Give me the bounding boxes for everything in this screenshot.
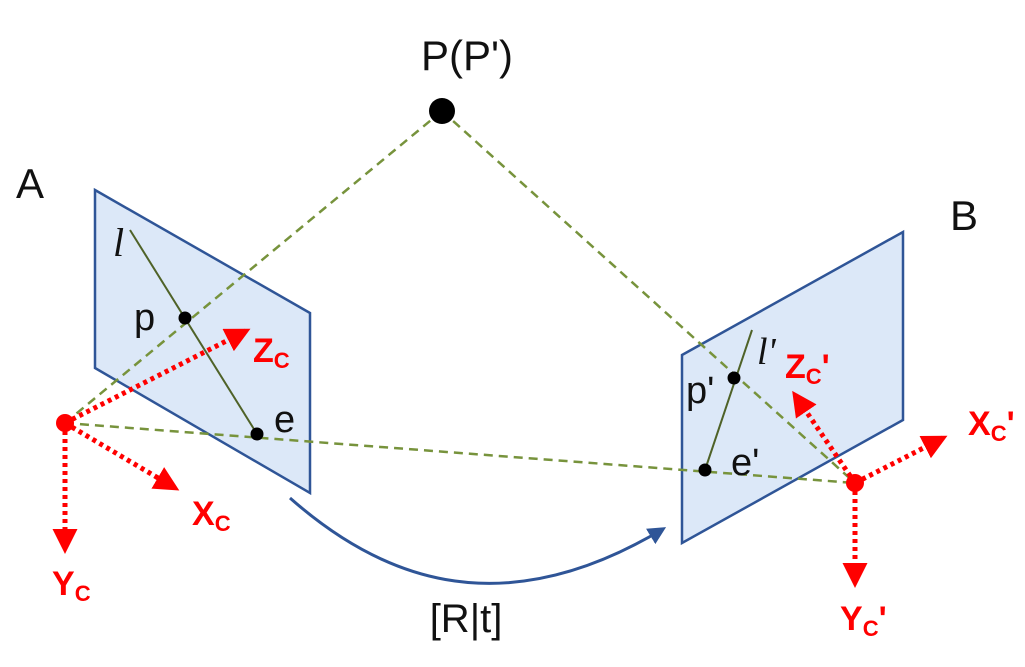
z-axis-b-label: ZC' — [785, 348, 830, 389]
epiline-b-label: l' — [757, 331, 777, 373]
epipolar-line-b — [704, 329, 753, 471]
x-axis-a-label: XC — [192, 495, 231, 536]
camera-center-b — [846, 474, 864, 492]
point-p-label: p — [134, 297, 155, 339]
baseline-ray — [64, 421, 856, 485]
epipole-e-prime — [698, 463, 712, 477]
camera-center-a — [56, 414, 74, 432]
ray-a-to-point — [64, 110, 443, 424]
x-axis-b-label: XC' — [968, 405, 1015, 446]
y-axis-b-label: YC' — [840, 600, 887, 641]
camera-a-label: A — [16, 160, 44, 207]
z-axis-a — [63, 328, 251, 426]
epipole-e — [250, 427, 264, 441]
ray-point-to-b — [441, 110, 856, 484]
epiline-a-label: l — [113, 220, 124, 265]
world-point — [429, 98, 455, 124]
z-axis-b — [792, 390, 858, 485]
image-plane-b — [680, 229, 905, 546]
world-point-label: P(P') — [421, 32, 513, 79]
image-plane-a — [93, 187, 312, 496]
point-p-prime — [727, 371, 741, 385]
transform-arrow — [289, 496, 667, 585]
x-axis-b — [853, 435, 948, 486]
x-axis-a — [63, 420, 180, 491]
z-axis-a-label: ZC — [253, 332, 290, 373]
point-p — [178, 311, 192, 325]
epipole-e-prime-label: e' — [731, 442, 759, 484]
epipole-e-label: e — [274, 399, 295, 441]
transform-label: [R|t] — [430, 597, 503, 641]
epipolar-line-a — [129, 229, 258, 435]
camera-b-label: B — [950, 192, 978, 239]
point-p-prime-label: p' — [686, 370, 714, 412]
y-axis-a-label: YC — [52, 565, 91, 606]
